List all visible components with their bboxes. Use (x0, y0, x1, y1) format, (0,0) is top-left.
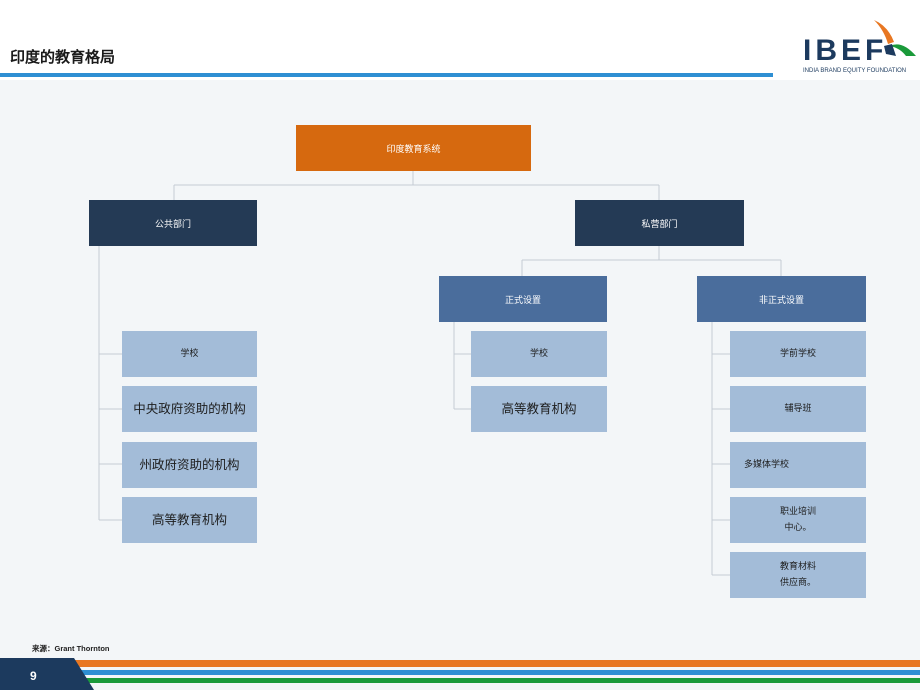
page-number: 9 (30, 669, 37, 683)
node-formal-schools: 学校 (471, 331, 607, 377)
page-title: 印度的教育格局 (10, 48, 116, 66)
node-informal-setting: 非正式设置 (697, 276, 866, 322)
node-formal-setting: 正式设置 (439, 276, 607, 322)
logo-tagline: INDIA BRAND EQUITY FOUNDATION (803, 68, 907, 74)
node-informal-vocational-training: 职业培训 中心。 (730, 497, 866, 543)
footer-stripes (0, 658, 920, 690)
title-underline (0, 73, 773, 77)
node-root: 印度教育系统 (296, 125, 531, 171)
node-informal-preschool: 学前学校 (730, 331, 866, 377)
node-informal-multimedia-schools: 多媒体学校 (730, 442, 866, 488)
node-informal-coaching: 辅导班 (730, 386, 866, 432)
node-informal-material-suppliers: 教育材料 供应商。 (730, 552, 866, 598)
ibef-logo: IBEF INDIA BRAND EQUITY FOUNDATION (800, 16, 918, 76)
node-public-central-institutions: 中央政府资助的机构 (122, 386, 257, 432)
bird-logo-icon (874, 20, 916, 56)
node-public-state-institutions: 州政府资助的机构 (122, 442, 257, 488)
node-public-schools: 学校 (122, 331, 257, 377)
logo-wordmark: IBEF (803, 34, 888, 67)
header-background (0, 0, 920, 80)
source-note: 来源：Grant Thornton (32, 644, 110, 653)
node-private-sector: 私营部门 (575, 200, 744, 246)
node-public-sector: 公共部门 (89, 200, 257, 246)
node-formal-higher-education: 高等教育机构 (471, 386, 607, 432)
node-public-higher-education: 高等教育机构 (122, 497, 257, 543)
